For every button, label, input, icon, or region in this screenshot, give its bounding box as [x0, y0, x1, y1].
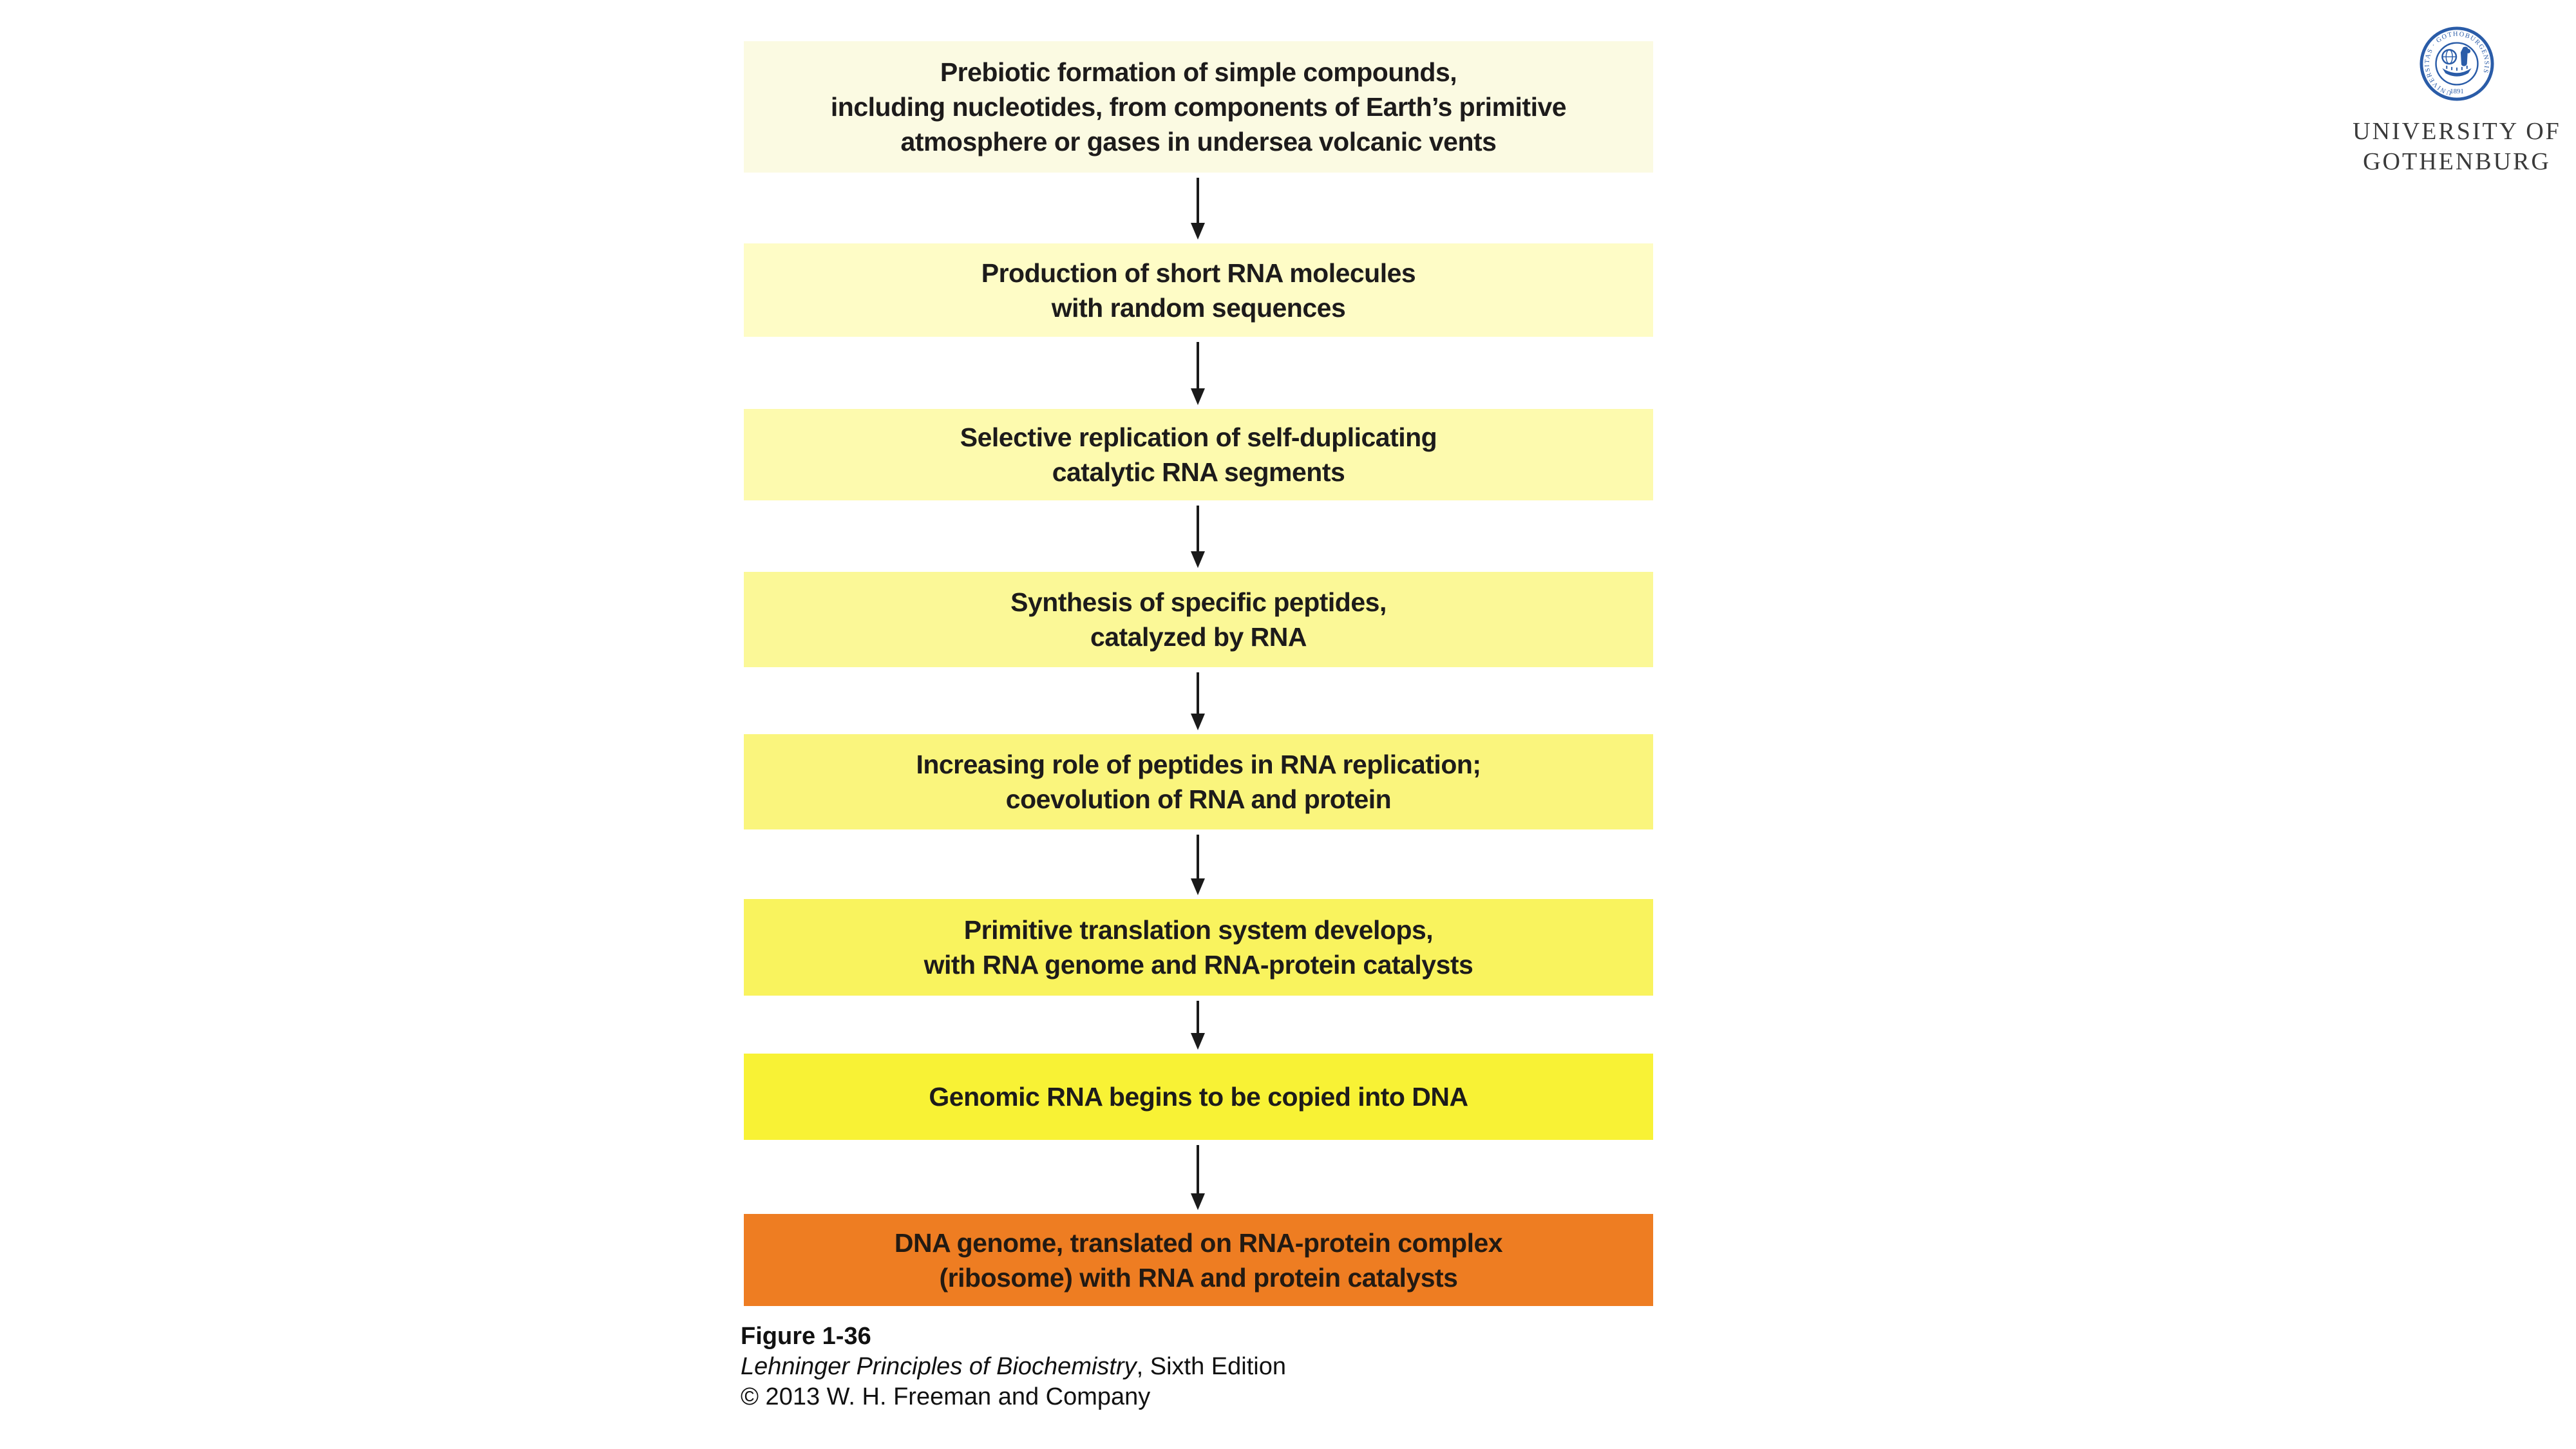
flow-step-6: Primitive translation system develops, w…: [744, 899, 1653, 996]
flow-step-2-label: Production of short RNA molecules with r…: [981, 258, 1416, 323]
copyright-line: © 2013 W. H. Freeman and Company: [741, 1383, 1151, 1410]
figure-number: Figure 1-36: [741, 1323, 871, 1350]
university-name-line2: GOTHENBURG: [2363, 148, 2551, 175]
university-name-line1: UNIVERSITY OF: [2353, 118, 2561, 145]
flow-step-5: Increasing role of peptides in RNA repli…: [744, 734, 1653, 829]
seal-ring-text: UNIVERSITAS · GOTHOBURGENSIS: [2424, 31, 2489, 97]
flow-step-8-label: DNA genome, translated on RNA-protein co…: [894, 1227, 1503, 1293]
down-arrow-icon: [1190, 1145, 1206, 1210]
down-arrow-icon: [1190, 178, 1206, 240]
flow-step-3-label: Selective replication of self-duplicatin…: [960, 422, 1437, 487]
flow-step-5-label: Increasing role of peptides in RNA repli…: [916, 750, 1481, 814]
book-edition: , Sixth Edition: [1136, 1353, 1286, 1380]
flow-step-7: Genomic RNA begins to be copied into DNA: [744, 1054, 1653, 1140]
down-arrow-icon: [1190, 342, 1206, 405]
university-logo: UNIVERSITAS · GOTHOBURGENSIS 1891 UNIVER…: [2344, 26, 2570, 177]
book-reference: Lehninger Principles of Biochemistry, Si…: [741, 1352, 1286, 1382]
flow-step-6-label: Primitive translation system develops, w…: [923, 915, 1473, 980]
flow-step-1-label: Prebiotic formation of simple compounds,…: [830, 57, 1567, 156]
down-arrow-icon: [1190, 672, 1206, 730]
flow-step-1: Prebiotic formation of simple compounds,…: [744, 41, 1653, 173]
flow-step-7-label: Genomic RNA begins to be copied into DNA: [929, 1082, 1468, 1112]
flow-step-4: Synthesis of specific peptides, catalyze…: [744, 572, 1653, 667]
university-seal-icon: UNIVERSITAS · GOTHOBURGENSIS 1891: [2420, 26, 2494, 101]
figure-caption: Figure 1-36 Lehninger Principles of Bioc…: [741, 1321, 1286, 1412]
down-arrow-icon: [1190, 835, 1206, 895]
flow-step-4-label: Synthesis of specific peptides, catalyze…: [1010, 587, 1387, 652]
book-title: Lehninger Principles of Biochemistry: [741, 1353, 1137, 1380]
svg-text:UNIVERSITAS · GOTHOBURGENSIS: UNIVERSITAS · GOTHOBURGENSIS: [2424, 31, 2490, 97]
down-arrow-icon: [1190, 1001, 1206, 1050]
down-arrow-icon: [1190, 506, 1206, 568]
flow-step-3: Selective replication of self-duplicatin…: [744, 409, 1653, 500]
flow-step-8: DNA genome, translated on RNA-protein co…: [744, 1214, 1653, 1306]
flow-step-2: Production of short RNA molecules with r…: [744, 243, 1653, 337]
seal-year: 1891: [2450, 88, 2464, 95]
